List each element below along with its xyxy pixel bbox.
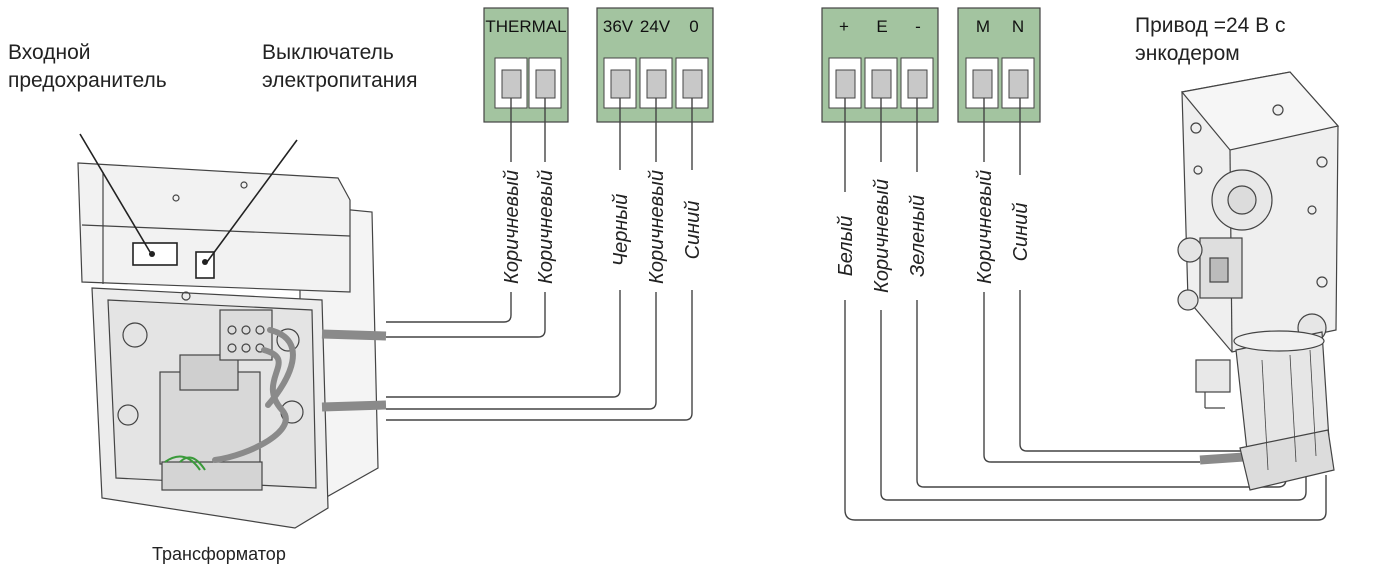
wire-label-thermal-1: Коричневый <box>501 170 523 284</box>
wires <box>386 98 1327 521</box>
wire-label-n: Синий <box>1010 203 1032 262</box>
wire-label-36v: Черный <box>610 194 632 267</box>
header-minus: - <box>915 17 921 36</box>
cable-stubs <box>321 329 1245 465</box>
header-n: N <box>1012 17 1024 36</box>
motor-terminal-m <box>965 57 999 109</box>
wire-label-0: Синий <box>682 201 704 260</box>
input-fuse-label-line2: предохранитель <box>8 69 167 92</box>
header-e: E <box>876 17 887 36</box>
wire-label-thermal-2: Коричневый <box>535 170 557 284</box>
switch-pointer <box>206 139 298 263</box>
motor-label-line1: Привод =24 В с <box>1135 14 1286 37</box>
header-plus: + <box>839 17 849 36</box>
motor-label-line2: энкодером <box>1135 42 1240 65</box>
transformer-housing <box>77 162 379 529</box>
wire-label-m: Коричневый <box>974 170 996 284</box>
fuse-pointer <box>79 133 151 253</box>
power-terminal-36v <box>603 57 637 109</box>
transformer-label: Трансформатор <box>152 544 286 564</box>
motor-with-encoder <box>1177 71 1340 491</box>
header-0: 0 <box>689 17 698 36</box>
wire-label-minus: Зеленый <box>907 195 929 277</box>
header-m: M <box>976 17 990 36</box>
terminal-block-thermal: THERMAL <box>483 7 569 123</box>
header-36v: 36V <box>603 17 634 36</box>
wire-label-24v: Коричневый <box>646 170 668 284</box>
wire-label-plus: Белый <box>835 216 857 277</box>
thermal-header: THERMAL <box>485 17 566 36</box>
terminal-block-power: 36V 24V 0 <box>596 7 714 123</box>
internal-cables <box>212 327 296 463</box>
wire-labels: Коричневый Коричневый Черный Коричневый … <box>501 170 1032 293</box>
terminal-block-motor: M N <box>957 7 1041 123</box>
header-24v: 24V <box>640 17 671 36</box>
input-fuse-label-line1: Входной <box>8 41 91 64</box>
terminal-block-encoder: + E - <box>821 7 939 123</box>
power-switch-label-line1: Выключатель <box>262 41 394 64</box>
wire-label-e: Коричневый <box>871 179 893 293</box>
power-switch-label-line2: электропитания <box>262 69 418 92</box>
motor-terminal-n <box>1001 57 1035 109</box>
